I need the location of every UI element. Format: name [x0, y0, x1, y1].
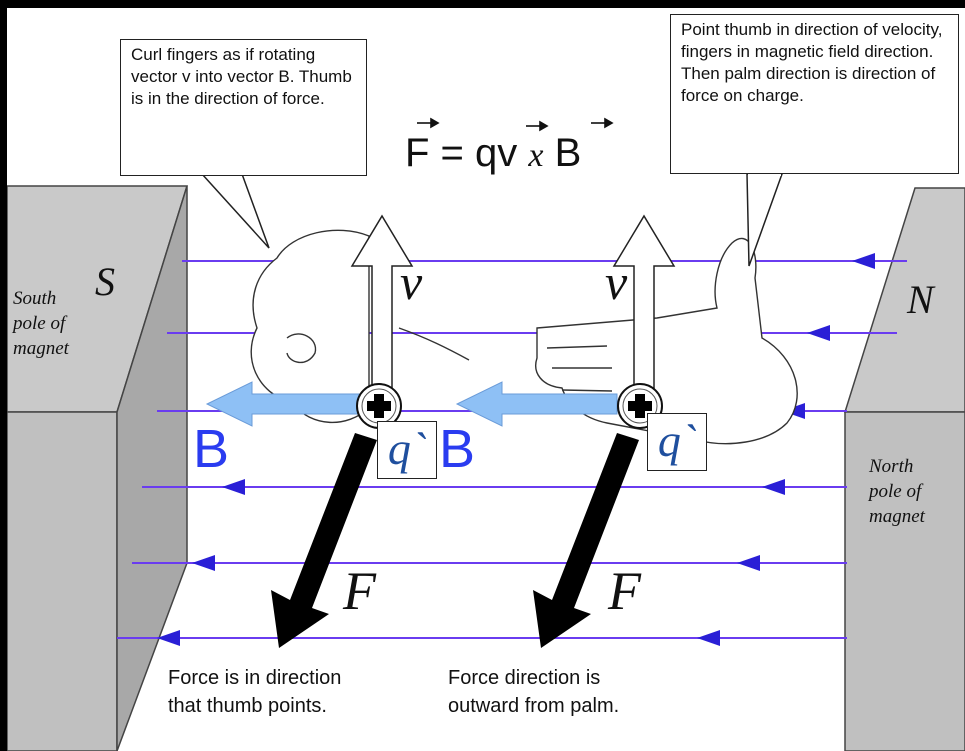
- left-callout-text: Curl fingers as if rotating vector v int…: [131, 45, 352, 108]
- field-label-right: B: [439, 419, 476, 479]
- b-arrow-left: [205, 381, 360, 427]
- diagram-canvas: Curl fingers as if rotating vector v int…: [7, 8, 965, 751]
- north-magnet: [843, 187, 965, 751]
- south-pole-label: South pole of magnet: [13, 288, 69, 359]
- left-caption: Force is in direction that thumb points.: [168, 667, 342, 717]
- velocity-label-right: v: [605, 254, 628, 310]
- field-lines: [117, 260, 907, 639]
- force-arrow-left: [271, 433, 377, 648]
- formula-suffix: B: [554, 131, 582, 175]
- b-arrow-right: [455, 381, 618, 427]
- charge-label-left: q`: [377, 421, 437, 479]
- right-caption: Force direction is outward from palm.: [448, 667, 620, 717]
- velocity-label-left: v: [400, 254, 423, 310]
- south-pole-letter: S: [95, 259, 115, 304]
- formula-prefix: F = qv: [405, 131, 518, 175]
- right-callout-text: Point thumb in direction of velocity, fi…: [681, 20, 943, 105]
- field-b-arrows: [205, 381, 618, 427]
- charge-label-right: q`: [647, 413, 707, 471]
- field-label-left: B: [193, 419, 230, 479]
- charge-left: [356, 383, 402, 429]
- force-label-right: F: [608, 561, 641, 621]
- formula-cross: x: [528, 137, 544, 174]
- velocity-arrow-right: [612, 214, 676, 394]
- south-magnet: [7, 185, 189, 751]
- field-line-arrowheads: [157, 253, 875, 646]
- diagram-graphics: [7, 117, 965, 751]
- force-label-left: F: [343, 561, 376, 621]
- lorentz-formula: F = qv x B: [405, 131, 581, 176]
- force-arrows: [271, 433, 639, 648]
- force-arrow-right: [533, 433, 639, 648]
- right-hand-sketch: [535, 237, 798, 445]
- north-pole-label: North pole of magnet: [869, 456, 925, 527]
- left-hand-sketch: [250, 229, 470, 424]
- right-callout: Point thumb in direction of velocity, fi…: [670, 14, 959, 174]
- velocity-arrows: [350, 214, 676, 394]
- north-pole-letter: N: [907, 277, 934, 322]
- left-callout: Curl fingers as if rotating vector v int…: [120, 39, 367, 176]
- formula-vector-marks: [417, 117, 614, 132]
- velocity-arrow-left: [350, 214, 414, 394]
